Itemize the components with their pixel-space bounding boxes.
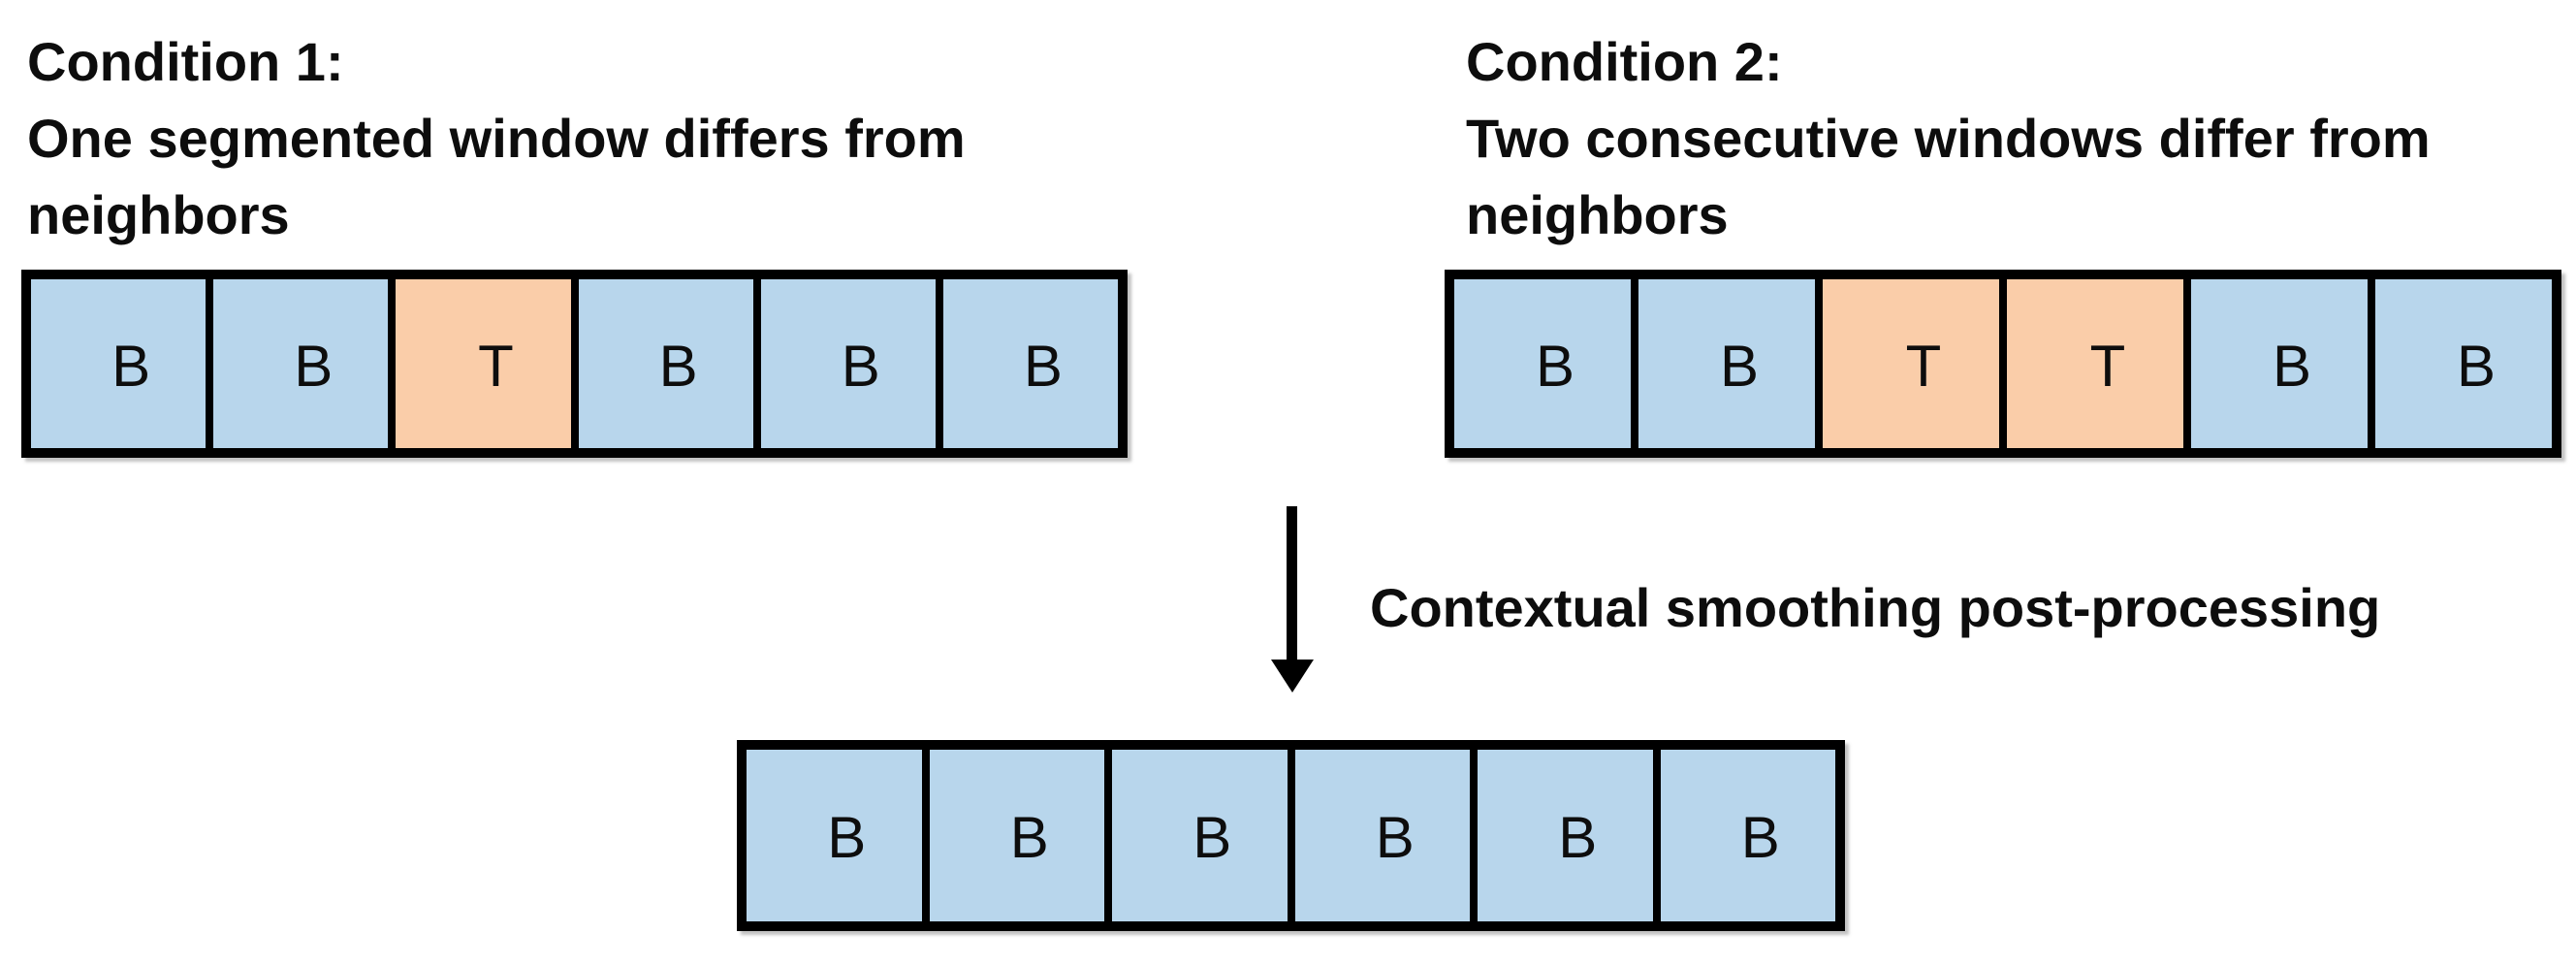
window-cell: B	[27, 275, 210, 452]
window-cell: B	[2187, 275, 2371, 452]
window-cell: B	[574, 275, 757, 452]
window-cell: B	[2371, 275, 2556, 452]
window-cell: B	[1450, 275, 1635, 452]
window-cell: T	[1819, 275, 2003, 452]
down-arrow-shaft	[1287, 506, 1297, 661]
window-cell: T	[2003, 275, 2187, 452]
condition2-window-row: B B T T B B	[1445, 270, 2561, 458]
window-cell: B	[1290, 746, 1474, 925]
condition2-title-line2: Two consecutive windows differ from	[1466, 108, 2431, 169]
condition1-title-line3: neighbors	[27, 184, 290, 245]
window-cell: B	[1108, 746, 1291, 925]
window-cell: T	[392, 275, 575, 452]
window-cell: B	[938, 275, 1123, 452]
down-arrow-icon	[1265, 506, 1320, 692]
process-label: Contextual smoothing post-processing	[1370, 577, 2381, 638]
window-cell: B	[1656, 746, 1839, 925]
window-cell: B	[743, 746, 926, 925]
down-arrow-head	[1271, 660, 1314, 692]
condition1-title-line2: One segmented window differs from	[27, 108, 966, 169]
window-cell: B	[1635, 275, 1819, 452]
window-cell: B	[1474, 746, 1657, 925]
window-cell: B	[209, 275, 393, 452]
condition1-title-line1: Condition 1:	[27, 31, 344, 92]
window-cell: B	[925, 746, 1108, 925]
condition2-title: Condition 2: Two consecutive windows dif…	[1466, 23, 2431, 253]
condition1-title: Condition 1: One segmented window differ…	[27, 23, 966, 253]
result-window-row: B B B B B B	[737, 740, 1845, 931]
condition2-title-line3: neighbors	[1466, 184, 1729, 245]
window-cell: B	[756, 275, 939, 452]
condition2-title-line1: Condition 2:	[1466, 31, 1783, 92]
condition1-window-row: B B T B B B	[21, 270, 1128, 458]
